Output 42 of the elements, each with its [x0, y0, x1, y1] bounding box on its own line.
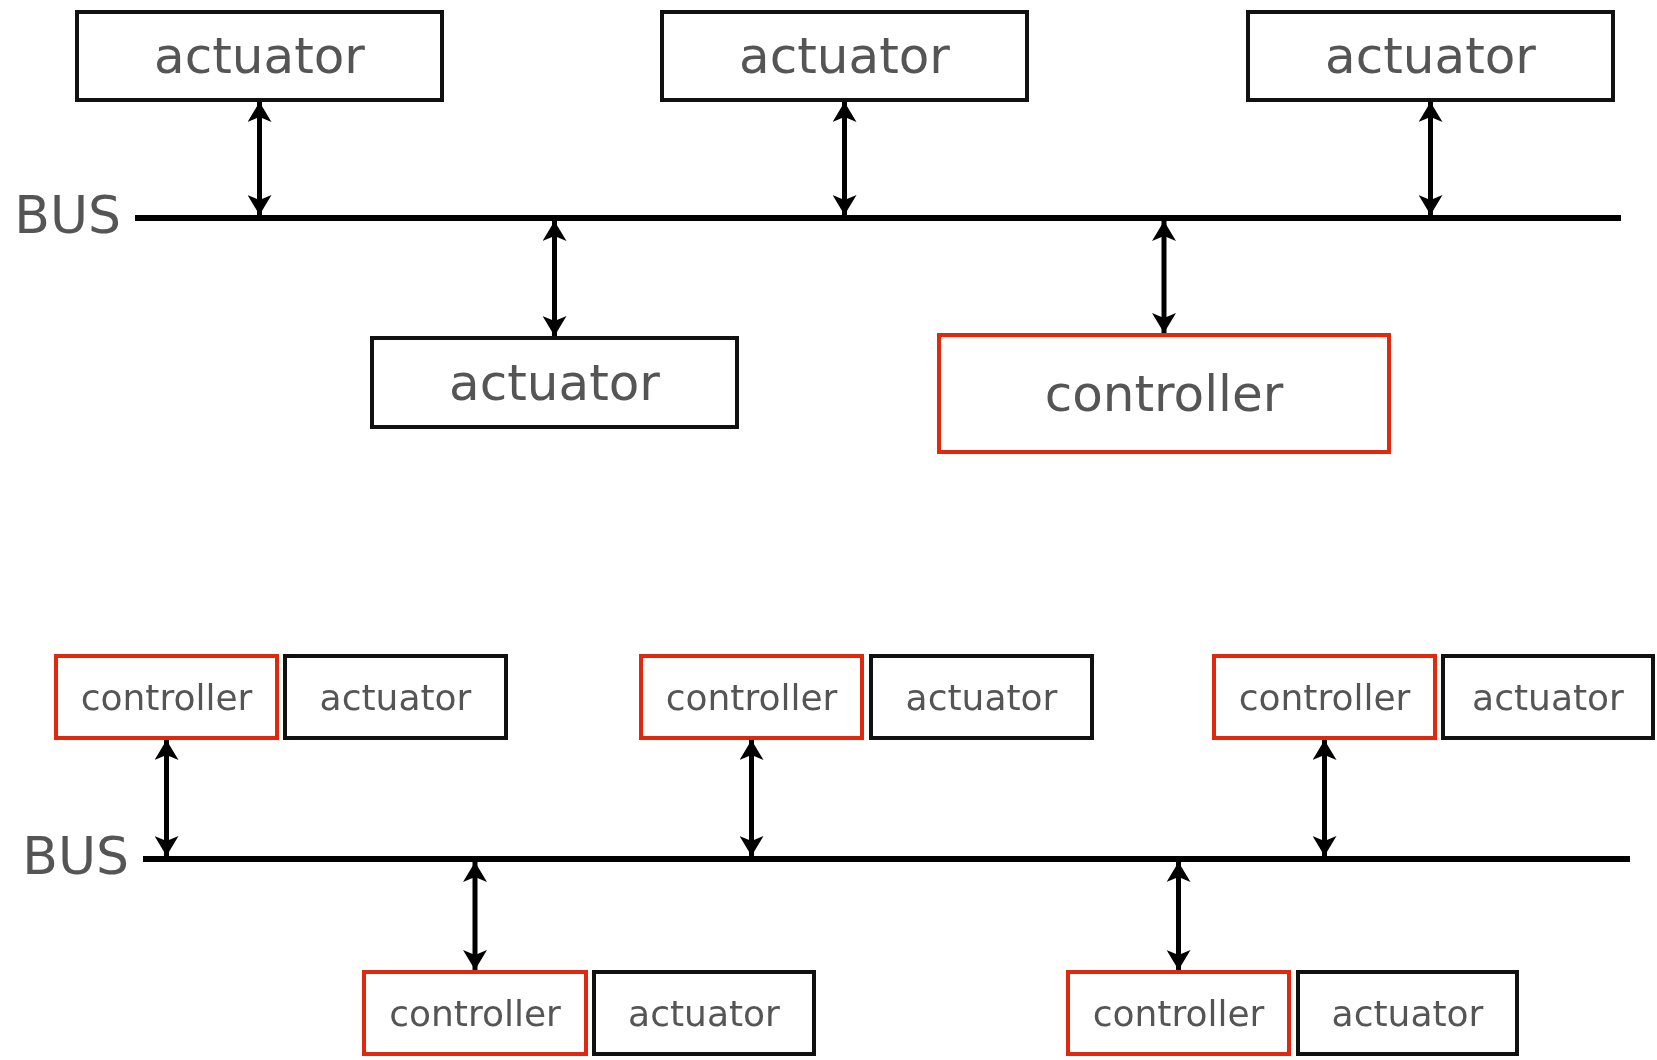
actuator-box [75, 10, 444, 102]
box-label: controller [665, 676, 838, 718]
double-arrow [247, 102, 272, 215]
controller-box [937, 333, 1391, 454]
double-arrow [542, 221, 567, 336]
actuator-box [370, 336, 739, 429]
box-label: actuator [628, 992, 780, 1034]
double-arrow [1166, 862, 1191, 970]
bus-label: BUS [22, 830, 129, 883]
actuator-box [1296, 970, 1519, 1056]
bus-label: BUS [14, 189, 121, 242]
actuator-box [592, 970, 816, 1056]
double-arrow [1152, 221, 1176, 333]
double-arrow [832, 102, 857, 215]
box-label: actuator [154, 27, 365, 85]
controller-box [54, 654, 279, 740]
controller-box [639, 654, 864, 740]
box-label: controller [1092, 992, 1265, 1034]
box-label: controller [389, 992, 561, 1034]
box-label: actuator [449, 353, 660, 412]
actuator-box [283, 654, 508, 740]
box-label: controller [1238, 676, 1411, 718]
box-label: actuator [319, 676, 472, 718]
double-arrow [739, 740, 764, 856]
box-label: actuator [739, 27, 950, 85]
controller-box [362, 970, 588, 1056]
controller-box [1066, 970, 1291, 1056]
box-label: controller [80, 676, 253, 718]
double-arrow [1418, 102, 1443, 215]
actuator-box [660, 10, 1029, 102]
box-label: actuator [1325, 27, 1536, 85]
actuator-box [1441, 654, 1655, 740]
box-label: actuator [1472, 676, 1624, 718]
box-label: actuator [905, 676, 1058, 718]
box-label: actuator [1331, 992, 1484, 1034]
double-arrow [154, 740, 179, 856]
box-label: controller [1044, 364, 1284, 423]
actuator-box [1246, 10, 1615, 102]
double-arrow [463, 862, 487, 970]
double-arrow [1312, 740, 1337, 856]
actuator-box [869, 654, 1094, 740]
controller-box [1212, 654, 1437, 740]
